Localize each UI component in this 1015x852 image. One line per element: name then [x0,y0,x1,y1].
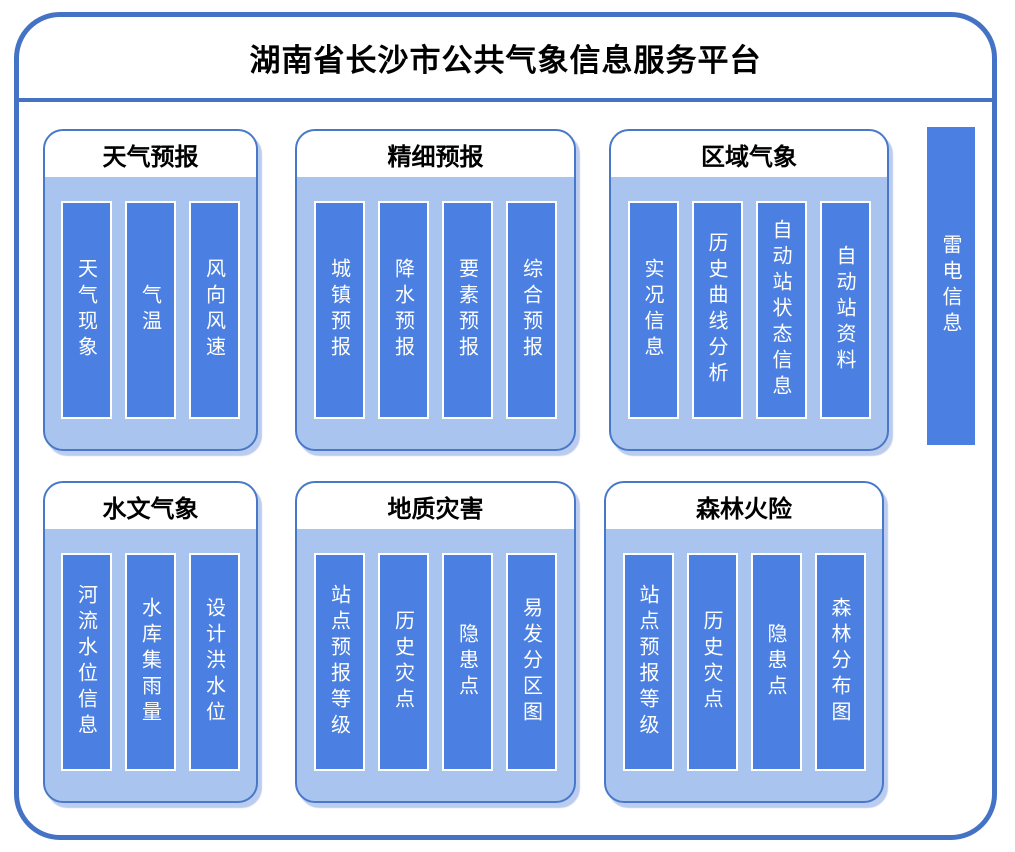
node-label: 水库集雨量 [138,597,163,727]
panel-header: 天气预报 [45,131,256,177]
node-lightning-info: 雷电信息 [927,127,975,445]
node-label: 自动站资料 [833,245,857,375]
panel-body: 站点预报等级 历史灾点 隐患点 森林分布图 [606,529,882,801]
node-label: 气温 [138,284,163,336]
node-autostation-status-info: 自动站状态信息 [755,201,807,419]
node-town-forecast: 城镇预报 [314,201,365,419]
node-forest-distribution-map: 森林分布图 [814,553,866,771]
panel-header-label: 精细预报 [387,142,484,171]
panel-header-label: 地质灾害 [387,494,484,523]
node-history-curve-analysis: 历史曲线分析 [691,201,743,419]
node-station-forecast-level: 站点预报等级 [314,553,365,771]
panel-header: 水文气象 [45,483,256,529]
node-label: 易发分区图 [519,597,544,727]
panel-geological-disaster: 地质灾害 站点预报等级 历史灾点 隐患点 易发分区图 [295,481,576,803]
panel-body: 实况信息 历史曲线分析 自动站状态信息 自动站资料 [611,177,887,449]
panel-header: 森林火险 [606,483,882,529]
panel-regional-weather: 区域气象 实况信息 历史曲线分析 自动站状态信息 自动站资料 [609,129,889,451]
node-label: 实况信息 [641,258,665,362]
node-label: 站点预报等级 [636,584,660,740]
title-band: 湖南省长沙市公共气象信息服务平台 [19,17,992,102]
panel-header-label: 天气预报 [102,142,199,171]
platform-title: 湖南省长沙市公共气象信息服务平台 [249,43,762,79]
node-design-flood-level: 设计洪水位 [189,553,240,771]
node-river-water-level: 河流水位信息 [61,553,112,771]
panel-body: 城镇预报 降水预报 要素预报 综合预报 [297,177,574,449]
node-label: 要素预报 [455,258,480,362]
panel-weather-forecast: 天气预报 天气现象 气温 风向风速 [43,129,258,451]
node-label: 历史曲线分析 [705,232,729,388]
node-hidden-danger-points: 隐患点 [750,553,802,771]
node-comprehensive-forecast: 综合预报 [506,201,557,419]
node-historical-disaster-points: 历史灾点 [686,553,738,771]
panel-forest-fire-risk: 森林火险 站点预报等级 历史灾点 隐患点 森林分布图 [604,481,884,803]
node-label: 隐患点 [764,623,788,701]
node-label: 天气现象 [74,258,99,362]
node-wind-direction-speed: 风向风速 [189,201,240,419]
node-label: 站点预报等级 [327,584,352,740]
node-label: 河流水位信息 [74,584,99,740]
node-label: 历史灾点 [391,610,416,714]
node-weather-phenomena: 天气现象 [61,201,112,419]
panel-body: 站点预报等级 历史灾点 隐患点 易发分区图 [297,529,574,801]
node-autostation-data: 自动站资料 [819,201,871,419]
node-temperature: 气温 [125,201,176,419]
node-historical-disaster-points: 历史灾点 [378,553,429,771]
panel-header-label: 区域气象 [701,142,797,171]
node-label: 历史灾点 [700,610,724,714]
node-hidden-danger-points: 隐患点 [442,553,493,771]
node-label: 自动站状态信息 [769,219,793,401]
node-label: 隐患点 [455,623,480,701]
panel-header: 地质灾害 [297,483,574,529]
panel-header-label: 水文气象 [102,494,199,523]
panel-body: 天气现象 气温 风向风速 [45,177,256,449]
node-label: 降水预报 [391,258,416,362]
panel-header-label: 森林火险 [696,494,792,523]
panel-fine-forecast: 精细预报 城镇预报 降水预报 要素预报 综合预报 [295,129,576,451]
node-reservoir-rainfall: 水库集雨量 [125,553,176,771]
node-label: 风向风速 [202,258,227,362]
node-label: 森林分布图 [828,597,852,727]
node-label: 雷电信息 [939,234,963,338]
panel-header: 精细预报 [297,131,574,177]
node-station-forecast-level: 站点预报等级 [622,553,674,771]
node-label: 城镇预报 [327,258,352,362]
node-label: 综合预报 [519,258,544,362]
node-realtime-info: 实况信息 [627,201,679,419]
node-label: 设计洪水位 [202,597,227,727]
panel-header: 区域气象 [611,131,887,177]
node-risk-zoning-map: 易发分区图 [506,553,557,771]
node-element-forecast: 要素预报 [442,201,493,419]
panel-hydrology-weather: 水文气象 河流水位信息 水库集雨量 设计洪水位 [43,481,258,803]
panel-body: 河流水位信息 水库集雨量 设计洪水位 [45,529,256,801]
node-precipitation-forecast: 降水预报 [378,201,429,419]
